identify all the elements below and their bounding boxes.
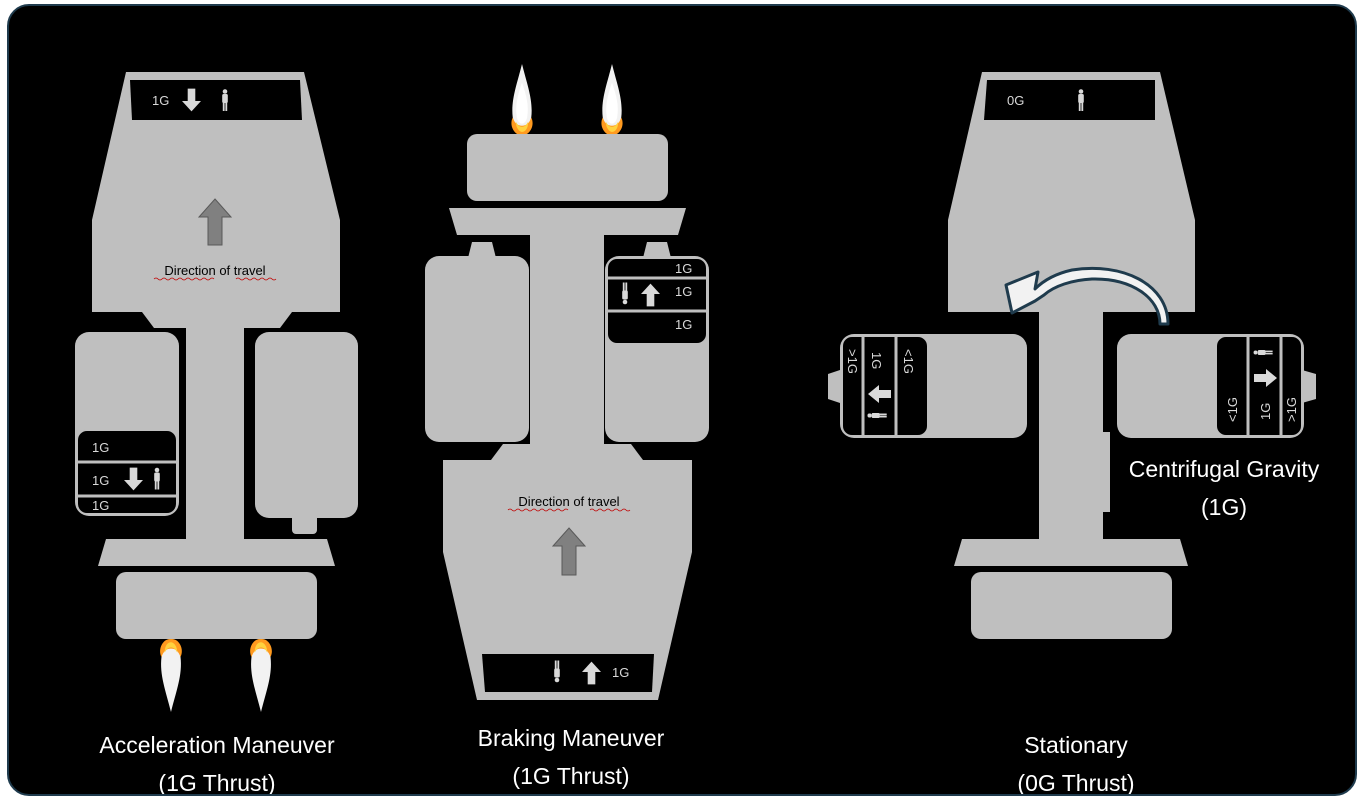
accel-engine-skirt: [98, 539, 335, 566]
braking-pod-deck-1-label: 1G: [675, 261, 692, 276]
braking-engine-block: [467, 134, 668, 201]
accel-command-deck: [130, 80, 302, 120]
stationary-right-deck-1-label: <1G: [1225, 397, 1240, 422]
accel-engine-block: [116, 572, 317, 639]
accel-pod-decks: [76, 429, 178, 515]
stationary-spine: [1039, 302, 1103, 542]
flame-icon: [160, 638, 182, 712]
stationary-right-deck-2-label: 1G: [1258, 403, 1273, 420]
direction-of-travel-arrow-icon: [551, 527, 587, 576]
braking-caption: Braking Maneuver (1G Thrust): [406, 719, 736, 794]
braking-engine-skirt: [449, 208, 686, 235]
rotation-arrow-icon: [1004, 266, 1170, 326]
braking-left-pod: [425, 256, 529, 442]
stationary-command-module: [948, 72, 1195, 312]
braking-bottom-deck: [482, 654, 654, 692]
stationary-command-deck-label: 0G: [1007, 93, 1024, 108]
accel-pod-deck-3-label: 1G: [92, 498, 109, 513]
left-arrow-icon: [868, 385, 891, 403]
right-arrow-icon: [1254, 369, 1277, 387]
braking-direction-label: Direction of travel: [518, 494, 619, 509]
braking-pod-deck-2-label: 1G: [675, 284, 692, 299]
acceleration-caption-line2: (1G Thrust): [158, 770, 276, 796]
flame-icon: [511, 64, 533, 136]
acceleration-ship: 1G Direction of travel 1G 1G 1G: [75, 72, 358, 712]
stationary-left-deck-3-label: <1G: [901, 349, 916, 374]
stationary-left-deck-2-label: 1G: [869, 352, 884, 369]
braking-caption-line1: Braking Maneuver: [477, 725, 665, 751]
acceleration-caption: Acceleration Maneuver (1G Thrust): [52, 726, 382, 796]
stationary-caption-line1: Stationary: [1024, 732, 1128, 758]
centrifugal-line1: Centrifugal Gravity: [1128, 456, 1320, 482]
diagram-frame: 1G Direction of travel 1G 1G 1G: [7, 4, 1357, 796]
braking-spine: [530, 226, 604, 476]
accel-direction-underline: [153, 277, 215, 281]
accel-direction-label: Direction of travel: [164, 263, 265, 278]
stationary-caption-line2: (0G Thrust): [1017, 770, 1135, 796]
braking-pod-deck-3-label: 1G: [675, 317, 692, 332]
stationary-engine-skirt: [954, 539, 1188, 566]
braking-ship: 1G 1G 1G Direction of travel 1G: [425, 64, 709, 700]
acceleration-caption-line1: Acceleration Maneuver: [99, 732, 335, 758]
direction-of-travel-arrow-icon: [197, 198, 233, 246]
accel-right-pod: [255, 332, 358, 518]
stationary-ship: 0G >1G 1G <1G <1G 1G >1G: [828, 72, 1316, 639]
stationary-left-deck-1-label: >1G: [845, 349, 860, 374]
stationary-right-deck-3-label: >1G: [1284, 397, 1299, 422]
accel-spine: [186, 322, 244, 547]
stationary-engine-block: [971, 572, 1172, 639]
flame-icon: [601, 64, 623, 136]
stationary-caption: Stationary (0G Thrust): [911, 726, 1241, 796]
spaceship-gravity-diagram: 1G Direction of travel 1G 1G 1G: [75, 64, 1316, 712]
centrifugal-gravity-label: Centrifugal Gravity (1G): [1069, 450, 1355, 526]
braking-caption-line2: (1G Thrust): [512, 763, 630, 789]
stationary-command-deck: [984, 80, 1155, 120]
centrifugal-line2: (1G): [1201, 494, 1247, 520]
accel-command-deck-label: 1G: [152, 93, 169, 108]
accel-pod-deck-1-label: 1G: [92, 440, 109, 455]
flame-icon: [250, 638, 272, 712]
accel-pod-deck-2-label: 1G: [92, 473, 109, 488]
braking-bottom-deck-label: 1G: [612, 665, 629, 680]
